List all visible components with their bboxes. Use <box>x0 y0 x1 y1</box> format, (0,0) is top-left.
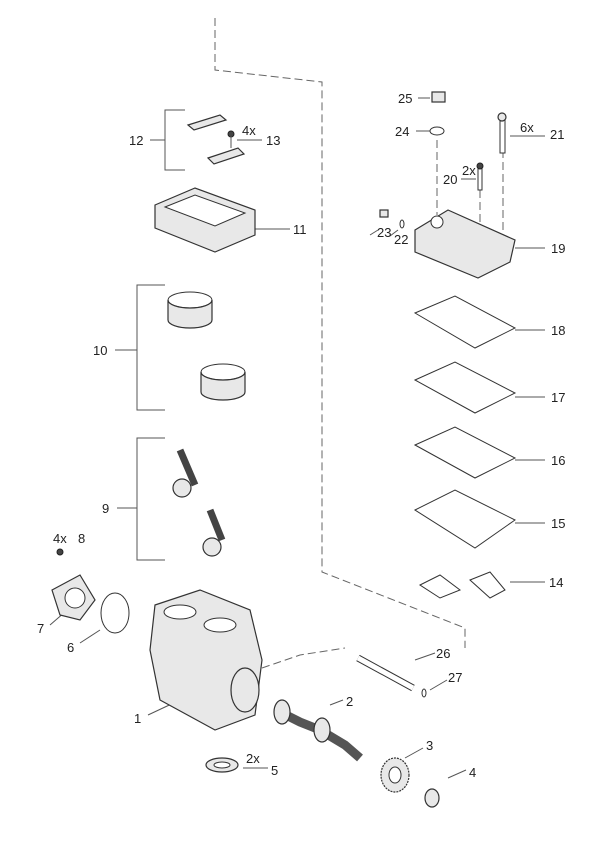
callout-6: 6 <box>67 640 74 655</box>
callout-3: 3 <box>426 738 433 753</box>
part-1-crankcase <box>149 589 263 731</box>
part-5-seal <box>205 757 239 773</box>
callout-1: 1 <box>134 711 141 726</box>
callout-14: 14 <box>549 575 563 590</box>
part-19-cylinder-head <box>414 209 516 279</box>
callout-20: 20 <box>443 172 457 187</box>
callout-23: 23 <box>377 225 391 240</box>
part-26-pipe <box>356 654 415 692</box>
callout-24: 24 <box>395 124 409 139</box>
qty-21: 6x <box>520 120 534 135</box>
callout-25: 25 <box>398 91 412 106</box>
callout-9: 9 <box>102 501 109 516</box>
small-parts-20-25 <box>379 91 507 229</box>
callout-8: 8 <box>78 531 85 546</box>
part-2-crankshaft <box>273 699 363 762</box>
callout-27: 27 <box>448 670 462 685</box>
part-27-o-ring <box>421 688 427 698</box>
part-11-valve-plate <box>154 187 256 253</box>
callout-15: 15 <box>551 516 565 531</box>
qty-5: 2x <box>246 751 260 766</box>
part-6-o-ring <box>100 592 130 634</box>
callout-4: 4 <box>469 765 476 780</box>
assembly-guide-lines <box>214 18 504 669</box>
part-9-connecting-rods <box>172 448 226 557</box>
callout-5: 5 <box>271 763 278 778</box>
callout-19: 19 <box>551 241 565 256</box>
part-3-gear <box>380 757 410 793</box>
part-7-end-cover <box>51 574 96 621</box>
callout-17: 17 <box>551 390 565 405</box>
part-8-bolt <box>56 548 64 556</box>
callout-21: 21 <box>550 127 564 142</box>
qty-8: 4x <box>53 531 67 546</box>
qty-20: 2x <box>462 163 476 178</box>
callout-26: 26 <box>436 646 450 661</box>
part-10-pistons <box>167 291 246 401</box>
gaskets-14-18 <box>413 295 517 599</box>
leader-lines <box>49 97 545 779</box>
callout-16: 16 <box>551 453 565 468</box>
callout-labels: 12 4x 13 11 10 9 4x 8 7 6 1 2 3 2x 5 4 2… <box>37 91 565 780</box>
qty-13: 4x <box>242 123 256 138</box>
part-4-nut <box>424 788 440 808</box>
callout-13: 13 <box>266 133 280 148</box>
callout-2: 2 <box>346 694 353 709</box>
callout-22: 22 <box>394 232 408 247</box>
callout-10: 10 <box>93 343 107 358</box>
callout-7: 7 <box>37 621 44 636</box>
part-12-retainer-plates <box>186 114 246 165</box>
callout-12: 12 <box>129 133 143 148</box>
callout-18: 18 <box>551 323 565 338</box>
callout-11: 11 <box>293 222 307 237</box>
part-13-screw <box>227 130 235 148</box>
